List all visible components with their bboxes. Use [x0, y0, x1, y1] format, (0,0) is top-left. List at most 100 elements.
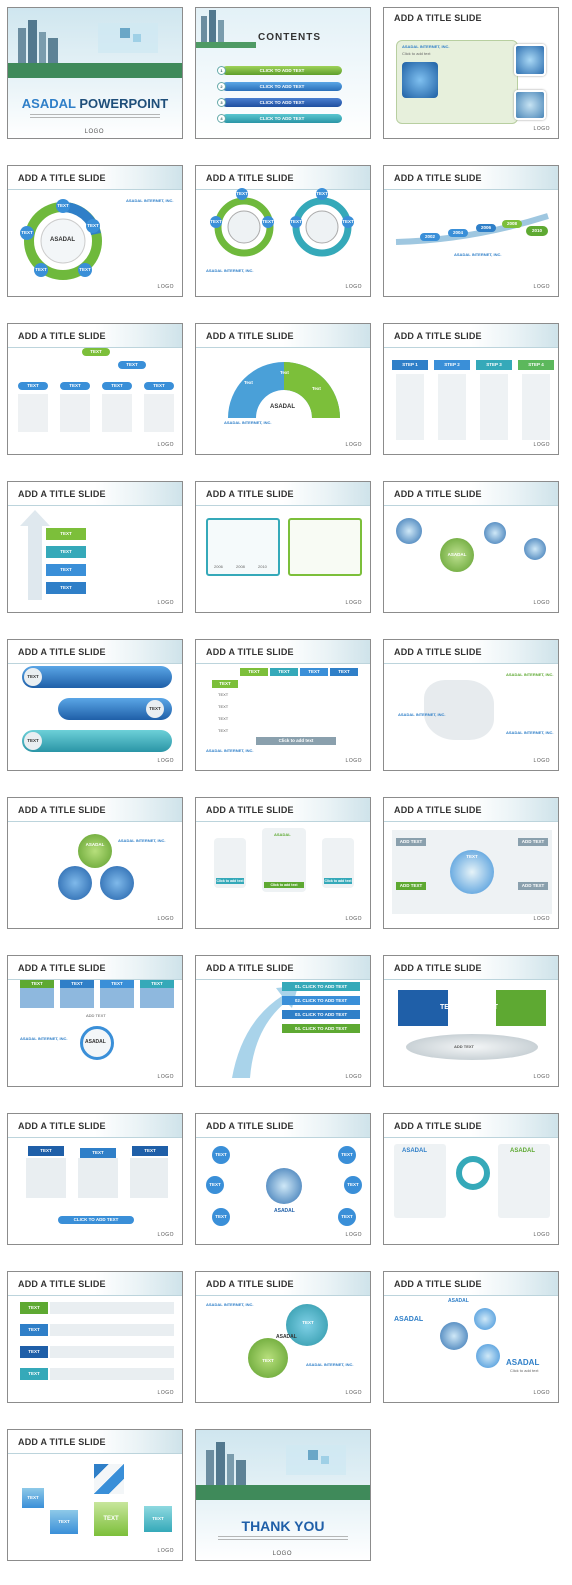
company-name-2: ASADAL INTERNET, INC. — [398, 712, 446, 717]
company-name: ASADAL INTERNET, INC. — [206, 268, 254, 273]
label-right: ASADAL — [506, 1358, 540, 1367]
slide-4[interactable]: ADD A TITLE SLIDE ASADAL TEXT TEXT TEXT … — [7, 165, 183, 297]
org-box-4: TEXT — [144, 382, 174, 390]
step-2: STEP 2 — [434, 360, 470, 370]
quad-label-1: ADD TEXT — [396, 838, 426, 846]
slide-title: ADD A TITLE SLIDE — [394, 489, 482, 499]
company-name-2: ASADAL INTERNET, INC. — [306, 1362, 354, 1367]
col-panels — [20, 988, 174, 1008]
slide-header — [8, 1114, 182, 1138]
globe-icon — [396, 518, 422, 544]
slide-5[interactable]: ADD A TITLE SLIDE TEXT TEXT TEXT TEXT TE… — [195, 165, 371, 297]
slide-11[interactable]: ADD A TITLE SLIDE 2006 2008 2010 LOGO — [195, 481, 371, 613]
company-name: ASADAL INTERNET, INC. — [118, 838, 166, 843]
circle-blue-2 — [100, 866, 134, 900]
thank-you-title: THANK YOU — [241, 1518, 325, 1534]
curved-arrow-icon — [232, 986, 298, 1078]
slide-header — [8, 324, 182, 348]
slide-end[interactable]: THANK YOU LOGO — [195, 1429, 371, 1561]
ring-label-5: TEXT — [342, 216, 354, 228]
slide-16[interactable]: ADD A TITLE SLIDE ASADAL ASADAL INTERNET… — [7, 797, 183, 929]
slide-title: ADD A TITLE SLIDE — [18, 1437, 106, 1447]
slide-header — [8, 1272, 182, 1296]
slide-header — [196, 956, 370, 980]
ring-label-2: TEXT — [86, 219, 100, 233]
slide-20[interactable]: ADD A TITLE SLIDE 01. CLICK TO ADD TEXT … — [195, 955, 371, 1087]
cube-label-4: TEXT — [144, 1506, 172, 1532]
slide-13[interactable]: ADD A TITLE SLIDE TEXT TEXT TEXT LOGO — [7, 639, 183, 771]
slide-15[interactable]: ADD A TITLE SLIDE ASADAL INTERNET, INC. … — [383, 639, 559, 771]
table-row-4: TEXT — [218, 716, 229, 721]
slide-24[interactable]: ADD A TITLE SLIDE ASADAL ASADAL LOGO — [383, 1113, 559, 1245]
slide-22[interactable]: ADD A TITLE SLIDE TEXT TEXT TEXT CLICK T… — [7, 1113, 183, 1245]
double-ring-diagram — [214, 197, 352, 257]
left-card-title: ASADAL — [402, 1148, 427, 1154]
quad-label-3: ADD TEXT — [396, 882, 426, 890]
card-right-button[interactable]: Click to add text — [324, 878, 352, 884]
slide-header — [8, 166, 182, 190]
slide-28[interactable]: ADD A TITLE SLIDE TEXT TEXT TEXT TEXT LO… — [7, 1429, 183, 1561]
contents-item-2-label: CLICK TO ADD TEXT — [259, 84, 305, 89]
slide-title: ADD A TITLE SLIDE — [18, 331, 106, 341]
circle-green — [78, 834, 112, 868]
slide-12[interactable]: ADD A TITLE SLIDE ASADAL LOGO — [383, 481, 559, 613]
left-label: TEXT — [440, 1004, 458, 1011]
slide-7[interactable]: ADD A TITLE SLIDE TEXT TEXT TEXT TEXT TE… — [7, 323, 183, 455]
slide-18[interactable]: ADD A TITLE SLIDE ADD TEXT ADD TEXT ADD … — [383, 797, 559, 929]
slide-header — [196, 798, 370, 822]
slide-title: ADD A TITLE SLIDE — [206, 173, 294, 183]
slide-logo: LOGO — [533, 600, 550, 606]
slide-17[interactable]: ADD A TITLE SLIDE ASADAL Click to add te… — [195, 797, 371, 929]
col-label-4: TEXT — [140, 980, 174, 988]
slide-header — [384, 956, 558, 980]
center-circle — [440, 538, 474, 572]
company-name: ASADAL INTERNET, INC. — [126, 198, 174, 203]
company-name: ASADAL INTERNET, INC. — [454, 252, 502, 257]
city-skyline-icon — [8, 20, 182, 78]
slide-9[interactable]: ADD A TITLE SLIDE STEP 1 STEP 2 STEP 3 S… — [383, 323, 559, 455]
slide-3[interactable]: ADD A TITLE SLIDE ASADAL INTERNET, INC. … — [383, 7, 559, 139]
slide-14[interactable]: ADD A TITLE SLIDE TEXT TEXT TEXT TEXT TE… — [195, 639, 371, 771]
semicircle-diagram — [228, 362, 340, 418]
col-label-2: TEXT — [60, 980, 94, 988]
org-box-1: TEXT — [18, 382, 48, 390]
slide-header — [8, 640, 182, 664]
cover-title-part2: POWERPOINT — [79, 96, 169, 111]
slide-26[interactable]: ADD A TITLE SLIDE ASADAL INTERNET, INC. … — [195, 1271, 371, 1403]
slide-19[interactable]: ADD A TITLE SLIDE TEXT TEXT TEXT TEXT AD… — [7, 955, 183, 1087]
circle-center-label: ASADAL — [85, 842, 105, 847]
right-circle-2: TEXT — [344, 1176, 362, 1194]
ring-label-6: TEXT — [290, 216, 302, 228]
slide-23[interactable]: ADD A TITLE SLIDE TEXT TEXT TEXT TEXT TE… — [195, 1113, 371, 1245]
slide-logo: LOGO — [345, 600, 362, 606]
year-2008: 2008 — [502, 220, 522, 228]
slide-6[interactable]: ADD A TITLE SLIDE 2002 2004 2006 2008 20… — [383, 165, 559, 297]
card-left-button[interactable]: Click to add text — [216, 878, 244, 884]
ring-center-label: ASADAL — [50, 237, 75, 243]
podium — [406, 1034, 538, 1060]
stair-label-2: TEXT — [46, 546, 86, 558]
slide-27[interactable]: ADD A TITLE SLIDE ASADAL ASADAL ASADAL C… — [383, 1271, 559, 1403]
slide-cover[interactable]: ASADAL POWERPOINT LOGO — [7, 7, 183, 139]
slide-title: ADD A TITLE SLIDE — [394, 173, 482, 183]
slide-logo: LOGO — [533, 284, 550, 290]
slide-logo: LOGO — [157, 1232, 174, 1238]
right-circle-1: TEXT — [338, 1146, 356, 1164]
slide-21[interactable]: ADD A TITLE SLIDE TEXT TEXT ADD TEXT LOG… — [383, 955, 559, 1087]
slide-title: ADD A TITLE SLIDE — [394, 13, 482, 23]
year-2004: 2004 — [448, 229, 468, 237]
base-label[interactable]: CLICK TO ADD TEXT — [58, 1216, 134, 1224]
slide-title: ADD A TITLE SLIDE — [394, 1279, 482, 1289]
slide-25[interactable]: ADD A TITLE SLIDE TEXT TEXT TEXT TEXT LO… — [7, 1271, 183, 1403]
slide-10[interactable]: ADD A TITLE SLIDE TEXT TEXT TEXT TEXT LO… — [7, 481, 183, 613]
slide-8[interactable]: ADD A TITLE SLIDE Text Text Text ASADAL … — [195, 323, 371, 455]
left-circle-2: TEXT — [206, 1176, 224, 1194]
slide-header — [196, 324, 370, 348]
card-center-button[interactable]: Click to add text — [264, 882, 304, 888]
card-center — [262, 828, 306, 892]
